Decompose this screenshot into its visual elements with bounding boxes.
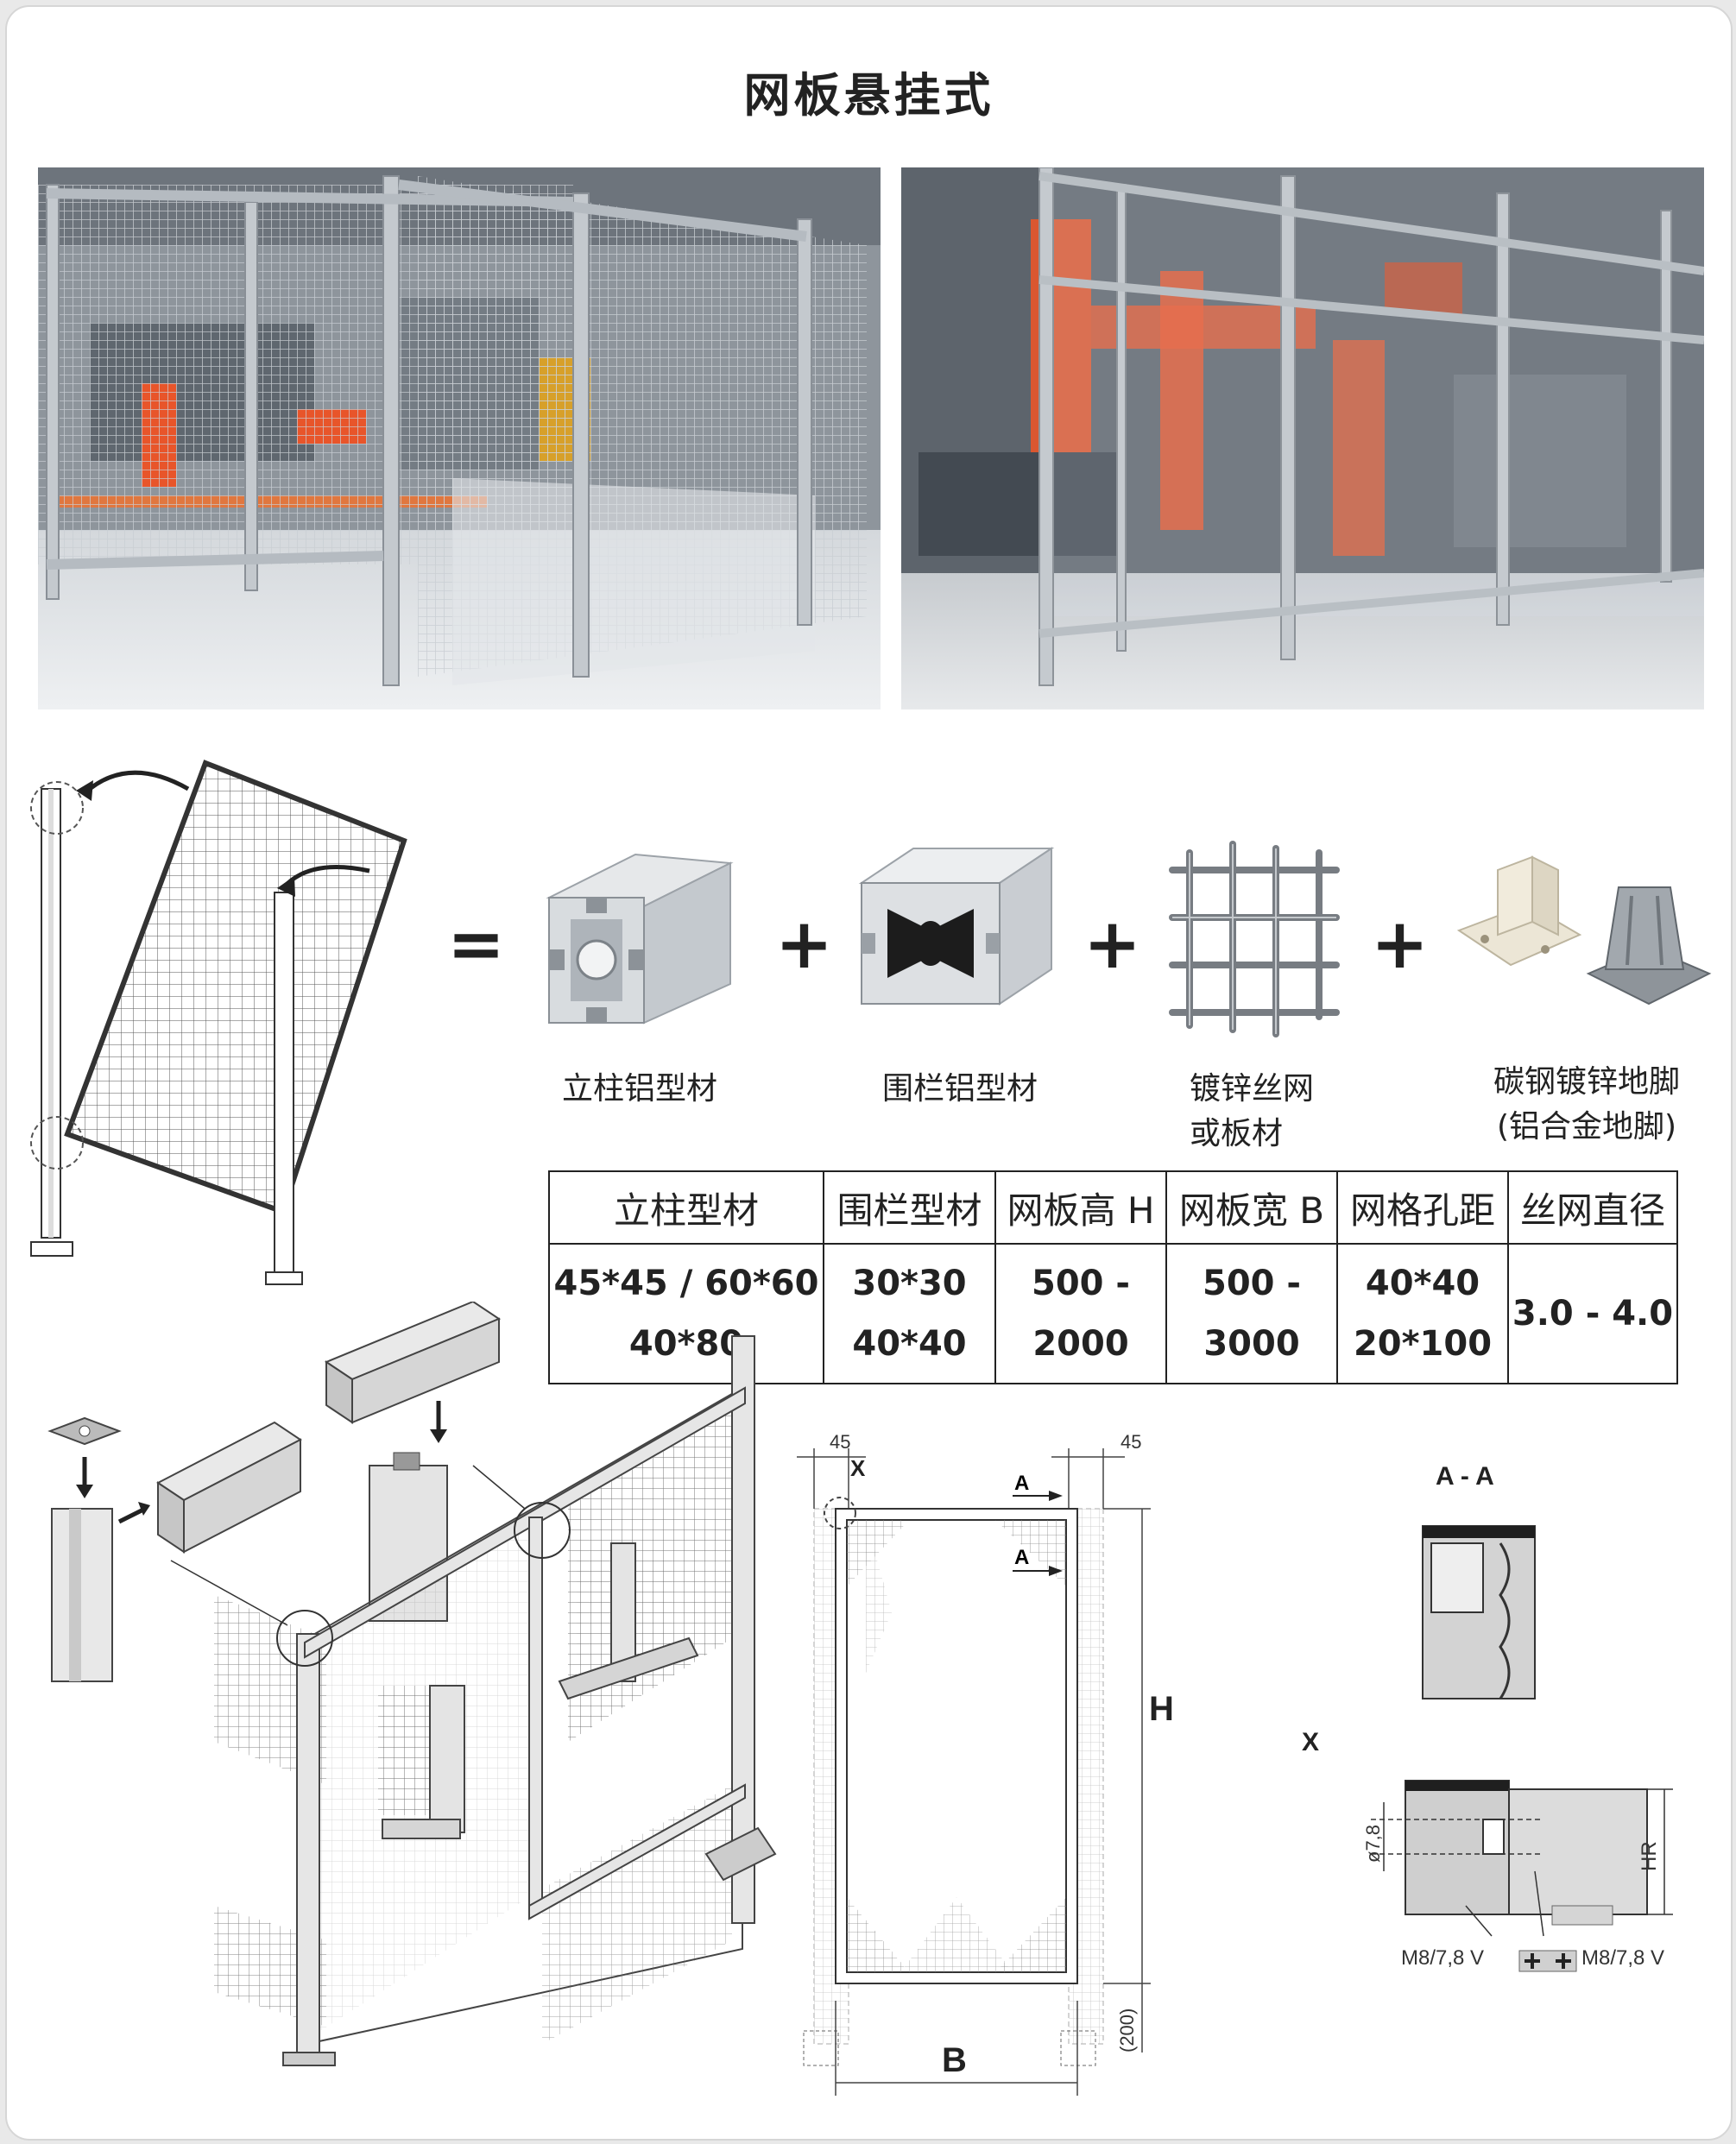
bolt-left-label: M8/7,8 V <box>1401 1946 1484 1970</box>
hr-label: HR <box>1638 1841 1661 1871</box>
header-wire-diameter: 丝网直径 <box>1507 1170 1678 1245</box>
dim-right-45: 45 <box>1121 1431 1141 1453</box>
detail-x-title: X <box>1302 1728 1319 1756</box>
foot-bracket-image <box>1456 855 1712 1006</box>
spec-table-header-row: 立柱型材 围栏型材 网板高 H 网板宽 B 网格孔距 丝网直径 <box>548 1170 1678 1245</box>
frame-dimension-drawing: 45 45 X A A H (200) B <box>797 1431 1174 2096</box>
photo-mesh-fence <box>38 167 881 709</box>
section-aa-title: A - A <box>1436 1462 1494 1491</box>
bolt-right-label: M8/7,8 V <box>1581 1946 1664 1970</box>
fence-profile-label: 围栏铝型材 <box>881 1071 1038 1107</box>
header-mesh-spacing: 网格孔距 <box>1336 1170 1509 1245</box>
post-profile-image <box>546 853 734 1025</box>
plus-sign-1: + <box>775 904 834 984</box>
assembly-isometric-drawing <box>47 1302 777 2066</box>
section-a-bottom: A <box>1014 1546 1029 1569</box>
plus-sign-2: + <box>1083 904 1142 984</box>
photo-panel-fence <box>901 167 1704 709</box>
dim-left-45: 45 <box>830 1431 850 1453</box>
plus-sign-3: + <box>1371 904 1430 984</box>
value-panel-height: 500 -2000 <box>994 1243 1167 1384</box>
section-detail-drawing: A - A X ø7,8 HR M8/7,8 V M8/7,8 V <box>1302 1462 1673 1972</box>
value-panel-width: 500 -3000 <box>1165 1243 1338 1384</box>
diameter-label: ø7,8 <box>1362 1825 1384 1863</box>
header-fence-profile: 围栏型材 <box>823 1170 996 1245</box>
foot-dimension: (200) <box>1116 2008 1138 2053</box>
page-title: 网板悬挂式 <box>743 68 994 123</box>
height-label: H <box>1149 1690 1174 1728</box>
width-label: B <box>942 2041 967 2079</box>
wire-mesh-label: 镀锌丝网 或板材 <box>1190 1067 1314 1157</box>
header-panel-height: 网板高 H <box>994 1170 1167 1245</box>
header-panel-width: 网板宽 B <box>1165 1170 1338 1245</box>
foot-bracket-label: 碳钢镀锌地脚 (铝合金地脚) <box>1457 1060 1716 1150</box>
value-wire-diameter: 3.0 - 4.0 <box>1507 1243 1678 1384</box>
equals-sign: = <box>447 904 506 984</box>
post-profile-label: 立柱铝型材 <box>561 1071 717 1107</box>
header-post-profile: 立柱型材 <box>548 1170 824 1245</box>
detail-x-mark: X <box>850 1455 866 1481</box>
fence-profile-image <box>858 847 1055 1006</box>
spec-table: 立柱型材 围栏型材 网板高 H 网板宽 B 网格孔距 丝网直径 45*45 / … <box>548 1170 1678 1384</box>
wire-mesh-label-line1: 镀锌丝网 <box>1190 1071 1315 1107</box>
exploded-panel-drawing <box>30 760 407 1285</box>
page-card: 网板悬挂式 <box>5 5 1733 2141</box>
foot-bracket-label-line2: (铝合金地脚) <box>1496 1109 1677 1145</box>
wire-mesh-image <box>1169 841 1340 1037</box>
wire-mesh-label-line2: 或板材 <box>1190 1116 1284 1152</box>
foot-bracket-label-line1: 碳钢镀锌地脚 <box>1493 1064 1680 1100</box>
section-a-top: A <box>1014 1472 1029 1495</box>
